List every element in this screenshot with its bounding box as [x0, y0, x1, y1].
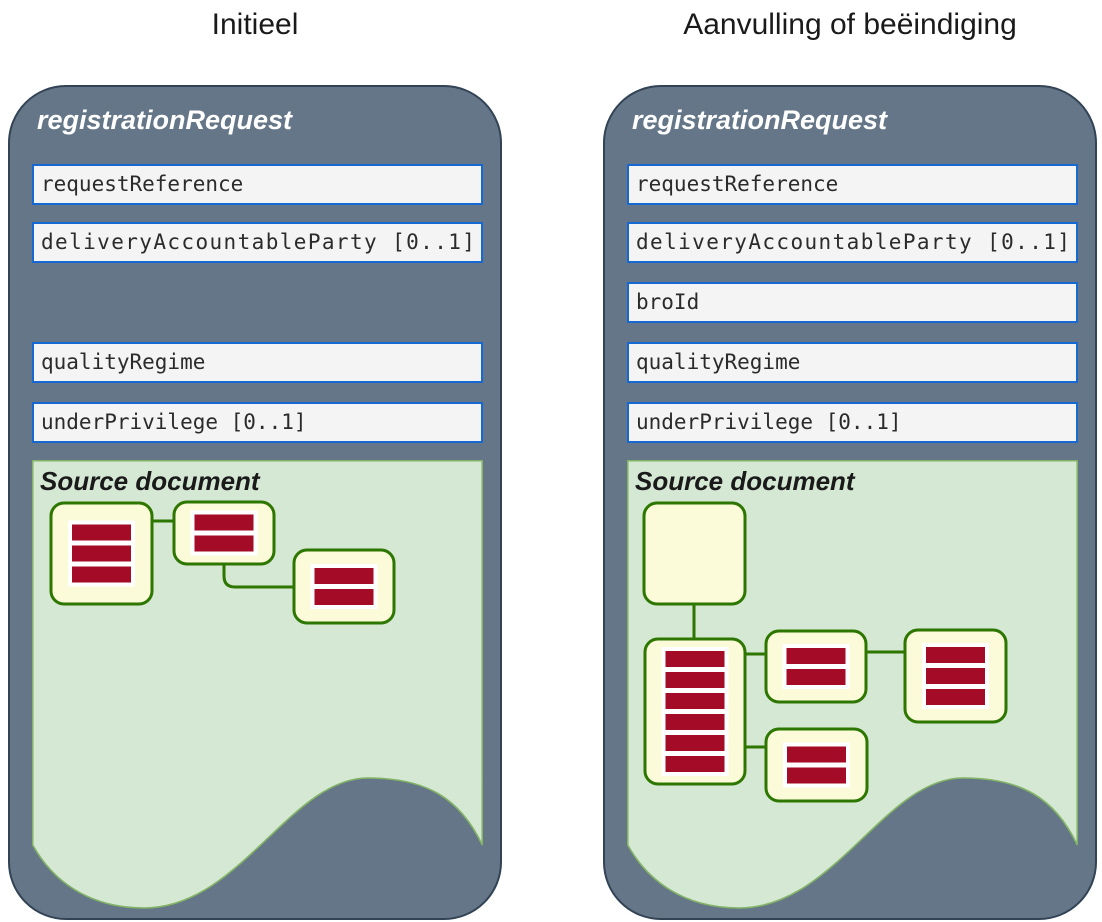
text-bar [72, 524, 131, 541]
text-bar [786, 669, 846, 685]
field-deliveryAccountableParty: deliveryAccountableParty [0..1] [32, 222, 483, 263]
field-underPrivilege: underPrivilege [0..1] [627, 402, 1078, 443]
source-document-label: Source document [635, 466, 856, 496]
text-bar [72, 545, 131, 562]
field-deliveryAccountableParty: deliveryAccountableParty [0..1] [627, 222, 1078, 263]
field-underPrivilege: underPrivilege [0..1] [32, 402, 483, 443]
page-title: Initieel [211, 8, 299, 41]
connector-line [222, 564, 294, 589]
text-bar [665, 693, 725, 709]
panel-header: registrationRequest [37, 105, 293, 135]
text-bar [665, 714, 725, 730]
field-requestReference: requestReference [627, 164, 1078, 205]
page-title: Aanvulling of beëindiging [683, 8, 1017, 41]
text-bar [665, 672, 725, 688]
text-bar [786, 648, 846, 664]
field-requestReference: requestReference [32, 164, 483, 205]
field-broId: broId [627, 282, 1078, 323]
text-bar [314, 589, 374, 605]
field-qualityRegime: qualityRegime [32, 342, 483, 383]
field-qualityRegime: qualityRegime [627, 342, 1078, 383]
panel-registration-request-amendment: registrationRequest requestReference deli… [603, 85, 1097, 920]
source-document-area: Source document [32, 460, 483, 909]
text-bar [665, 651, 725, 667]
text-bar [314, 568, 374, 584]
panel-registration-request-initial: registrationRequest requestReference deli… [8, 85, 502, 920]
bar-backing [661, 647, 729, 776]
text-bar [665, 735, 725, 751]
column-initieel: Initieel registrationRequest requestRefe… [8, 0, 502, 922]
panel-header: registrationRequest [632, 105, 888, 135]
source-document-label: Source document [40, 466, 261, 496]
text-bar [194, 514, 254, 531]
text-bar [926, 668, 985, 684]
text-bar [926, 647, 985, 663]
text-bar [194, 535, 254, 552]
text-bar [787, 767, 846, 784]
text-bar [665, 756, 725, 772]
source-document-area: Source document [627, 460, 1078, 909]
source-doc-box [642, 501, 747, 606]
text-bar [787, 746, 846, 763]
text-bar [72, 566, 131, 583]
text-bar [926, 689, 985, 705]
column-aanvulling: Aanvulling of beëindiging registrationRe… [603, 0, 1097, 922]
